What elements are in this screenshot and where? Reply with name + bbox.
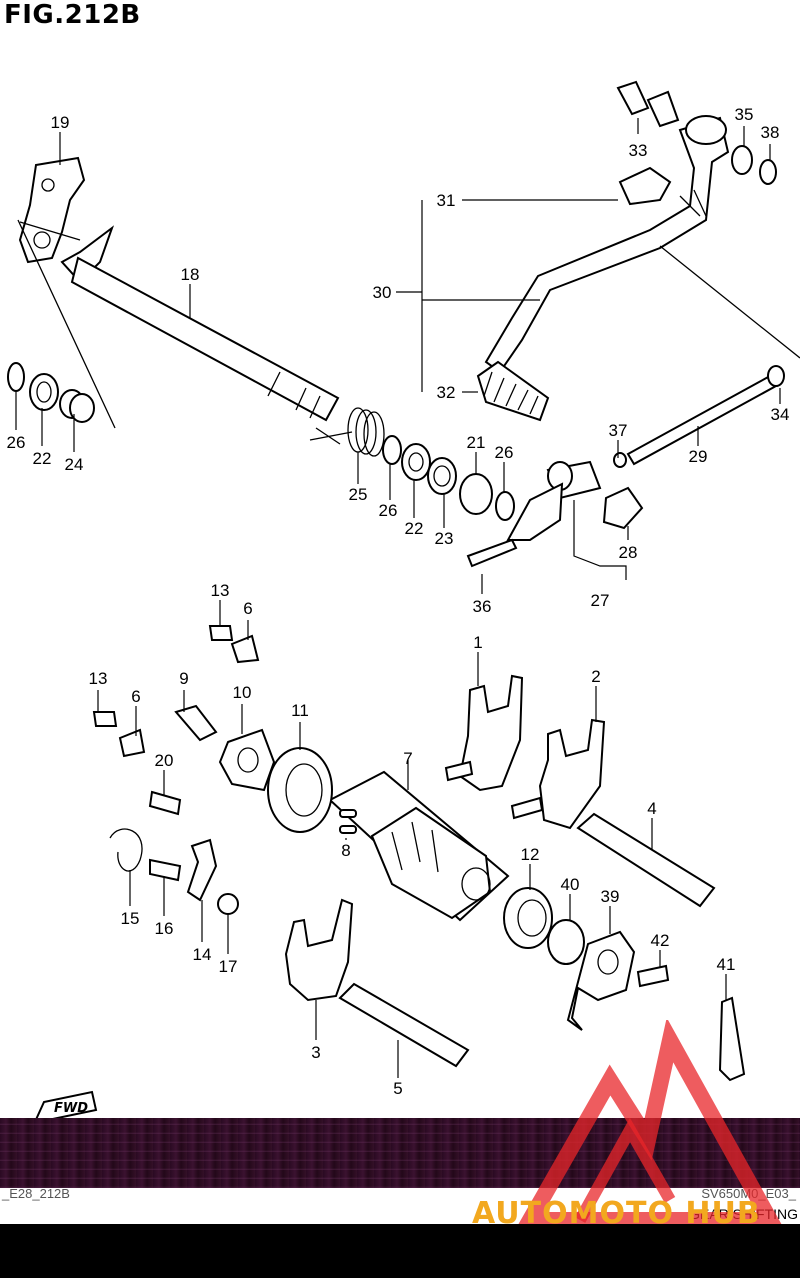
callout-26-b: 26 xyxy=(379,501,398,520)
callout-11: 11 xyxy=(291,701,309,720)
part-13-bolt-b xyxy=(92,711,118,727)
callout-31: 31 xyxy=(437,191,456,210)
part-38-clip xyxy=(759,159,777,185)
callout-25: 25 xyxy=(349,485,368,504)
callout-15: 15 xyxy=(121,909,140,928)
part-31-collar xyxy=(618,166,672,206)
centerline xyxy=(659,245,800,359)
callout-20: 20 xyxy=(155,751,174,770)
part-14-plate xyxy=(186,838,218,902)
callout-24: 24 xyxy=(65,455,84,474)
callout-5: 5 xyxy=(393,1079,402,1098)
part-11-bearing xyxy=(267,747,333,833)
callout-32: 32 xyxy=(437,383,456,402)
part-5-fork-rod xyxy=(338,982,470,1068)
callout-2: 2 xyxy=(591,667,600,686)
part-27-joint xyxy=(506,460,644,541)
part-41-clip xyxy=(718,996,746,1082)
callout-23: 23 xyxy=(435,529,454,548)
callout-13-a: 13 xyxy=(211,581,230,600)
callout-19: 19 xyxy=(51,113,70,132)
part-32-footpeg-rubber xyxy=(476,360,550,422)
part-6-washer-b xyxy=(118,728,146,758)
part-36-bolt xyxy=(466,538,518,568)
part-15-spring xyxy=(109,828,143,872)
callout-26-c: 26 xyxy=(495,443,514,462)
callout-33: 33 xyxy=(629,141,648,160)
figure-title: FIG.212B xyxy=(4,0,141,30)
callout-3: 3 xyxy=(311,1043,320,1062)
callout-10: 10 xyxy=(233,683,252,702)
callout-17: 17 xyxy=(219,957,238,976)
leader-lines xyxy=(15,118,781,1078)
callout-1: 1 xyxy=(473,633,482,652)
callout-9: 9 xyxy=(179,669,188,688)
callout-22-a: 22 xyxy=(33,449,52,468)
part-17-washer xyxy=(217,893,239,915)
part-29-rod xyxy=(613,365,785,468)
part-3-fork xyxy=(284,898,354,1002)
part-30-shift-lever xyxy=(484,115,730,374)
part-2-fork xyxy=(510,718,606,830)
callout-40: 40 xyxy=(561,875,580,894)
bottom-bar xyxy=(0,1224,800,1278)
callout-36: 36 xyxy=(473,597,492,616)
callout-35: 35 xyxy=(735,105,754,124)
part-19-arm xyxy=(18,156,86,264)
part-12-bearing xyxy=(503,887,553,949)
callout-41: 41 xyxy=(717,955,736,974)
part-13-bolt-a xyxy=(208,625,234,641)
part-33-bolt xyxy=(616,80,680,128)
callout-42: 42 xyxy=(651,931,670,950)
callout-22-b: 22 xyxy=(405,519,424,538)
scan-artifact-band xyxy=(0,1118,800,1188)
callout-14: 14 xyxy=(193,945,212,964)
part-35-washer xyxy=(731,145,753,175)
callout-7: 7 xyxy=(403,749,412,768)
part-40-washer xyxy=(547,919,585,965)
callout-29: 29 xyxy=(689,447,708,466)
part-9-pin xyxy=(174,704,218,742)
part-16-bolt xyxy=(149,858,182,882)
part-1-fork xyxy=(444,674,524,792)
callout-12: 12 xyxy=(521,845,540,864)
part-18-shift-shaft xyxy=(60,225,340,422)
watermark-logo-icon xyxy=(516,1020,784,1228)
callout-28: 28 xyxy=(619,543,638,562)
callout-37: 37 xyxy=(609,421,628,440)
callout-8: 8 xyxy=(341,841,350,860)
callout-4: 4 xyxy=(647,799,656,818)
part-20-bolt xyxy=(148,790,182,816)
callout-38: 38 xyxy=(761,123,780,142)
callout-13-b: 13 xyxy=(89,669,108,688)
part-42-bolt xyxy=(636,964,670,988)
washers-left xyxy=(7,362,95,423)
callout-39: 39 xyxy=(601,887,620,906)
callout-6-a: 6 xyxy=(243,599,252,618)
part-6-washer-a xyxy=(230,634,260,664)
part-39-stopper xyxy=(566,930,636,1031)
callout-18: 18 xyxy=(181,265,200,284)
callout-21: 21 xyxy=(467,433,486,452)
callout-6-b: 6 xyxy=(131,687,140,706)
scan-artifact-lines xyxy=(0,1118,800,1188)
part-10-cam xyxy=(218,728,276,792)
figure-code: _E28_212B xyxy=(2,1186,70,1201)
callout-30: 30 xyxy=(373,283,392,302)
callout-16: 16 xyxy=(155,919,174,938)
part-4-fork-rod xyxy=(576,812,716,908)
callout-labels: 19 18 26 22 24 25 26 22 23 21 26 37 29 3… xyxy=(7,105,790,1098)
callout-26-a: 26 xyxy=(7,433,26,452)
part-7-shift-drum xyxy=(328,770,510,922)
callout-27: 27 xyxy=(591,591,610,610)
fwd-label: FWD xyxy=(54,1101,88,1116)
callout-34: 34 xyxy=(771,405,790,424)
